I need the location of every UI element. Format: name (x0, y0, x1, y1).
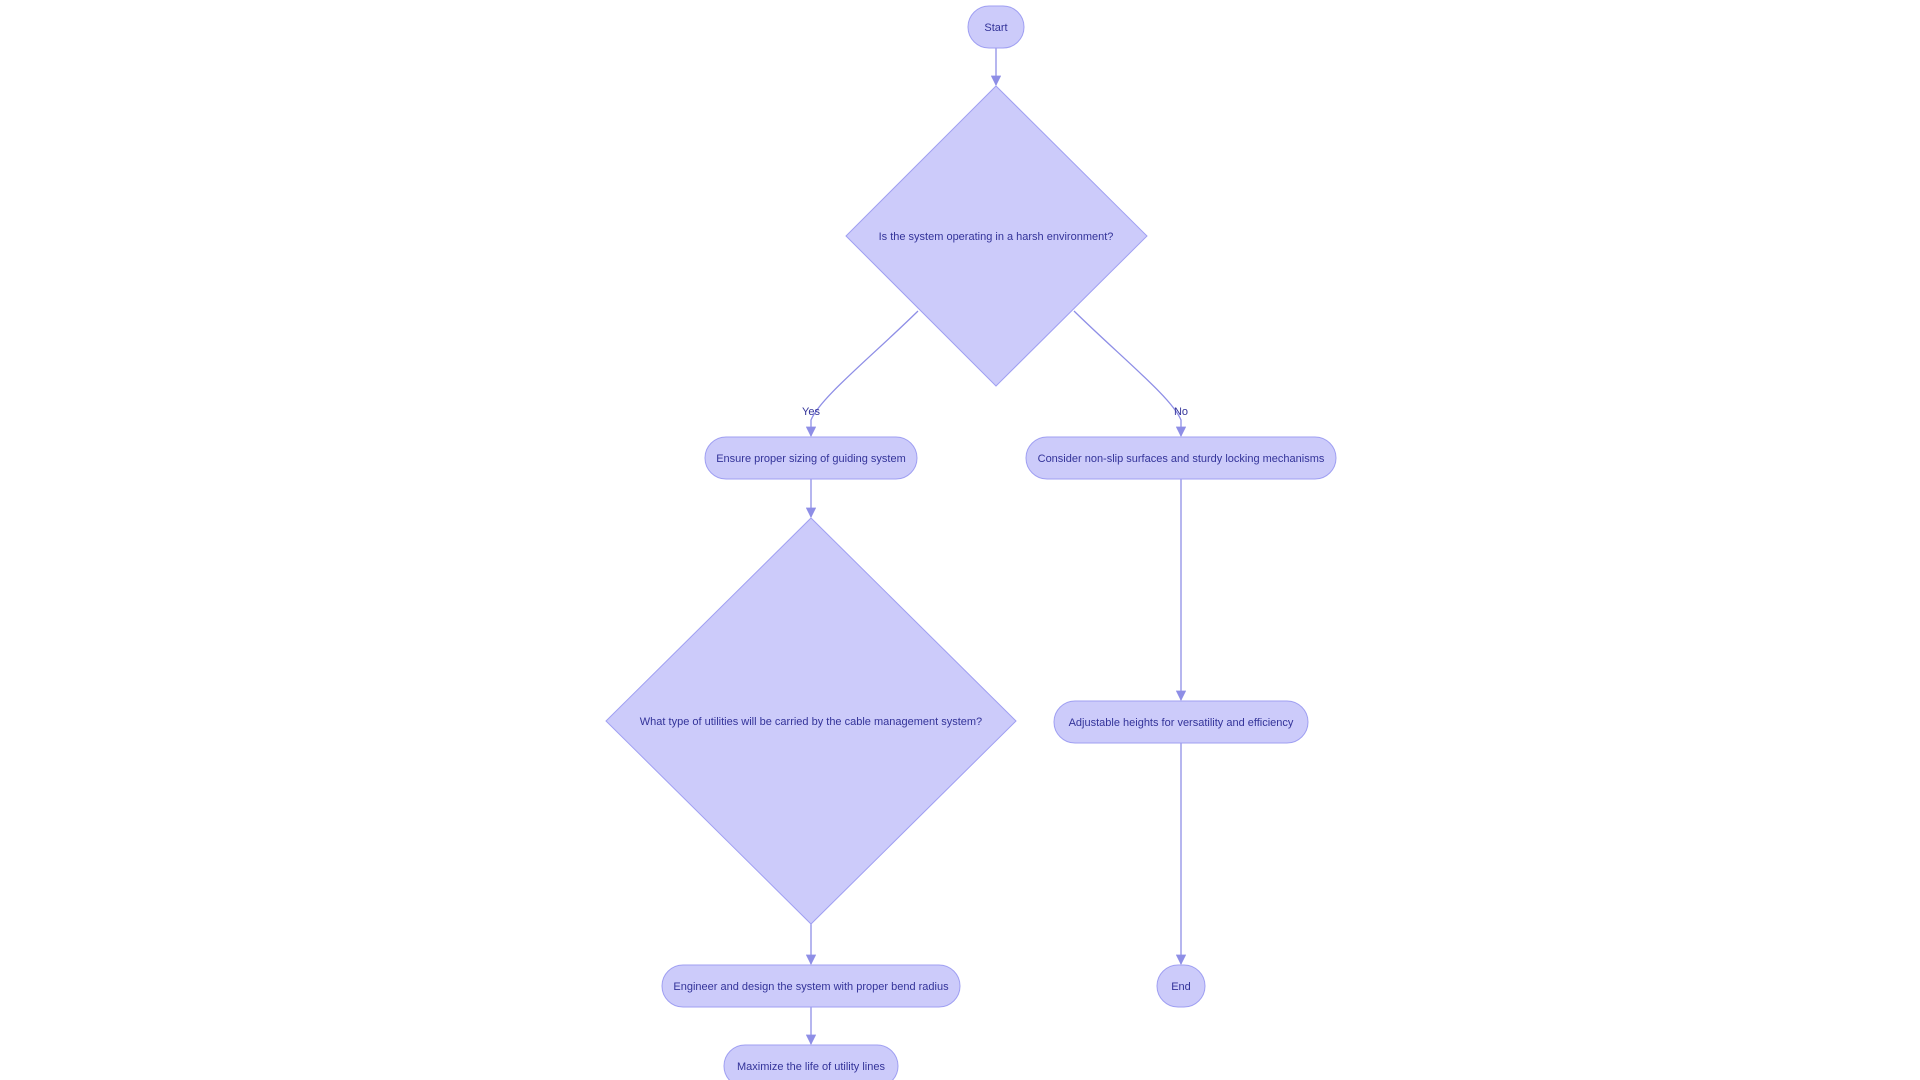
node-utilities-decision[interactable]: What type of utilities will be carried b… (605, 517, 1017, 925)
node-harsh-env-decision[interactable]: Is the system operating in a harsh envir… (845, 85, 1148, 387)
edge-harsh-env-to-non-slip (1073, 310, 1187, 438)
node-utilities-label: What type of utilities will be carried b… (640, 716, 982, 728)
node-start-label: Start (984, 22, 1007, 34)
node-sizing-label: Ensure proper sizing of guiding system (716, 453, 906, 465)
node-non-slip-label: Consider non-slip surfaces and sturdy lo… (1038, 453, 1325, 465)
edge-harsh-env-to-sizing (805, 310, 919, 438)
node-non-slip[interactable]: Consider non-slip surfaces and sturdy lo… (1025, 436, 1337, 480)
node-harsh-env-label: Is the system operating in a harsh envir… (879, 231, 1114, 243)
node-heights-label: Adjustable heights for versatility and e… (1069, 717, 1294, 729)
node-end-label: End (1171, 981, 1191, 993)
edge-labels: Yes No (802, 406, 1188, 418)
node-bend-radius[interactable]: Engineer and design the system with prop… (661, 964, 961, 1008)
edge-label-yes: Yes (802, 406, 820, 418)
node-bend-radius-label: Engineer and design the system with prop… (673, 981, 949, 993)
node-start[interactable]: Start (967, 5, 1025, 49)
node-maximize[interactable]: Maximize the life of utility lines (723, 1044, 899, 1080)
node-sizing[interactable]: Ensure proper sizing of guiding system (704, 436, 918, 480)
edges (805, 48, 1187, 1046)
node-maximize-label: Maximize the life of utility lines (737, 1061, 885, 1073)
edge-label-no: No (1174, 406, 1188, 418)
node-end[interactable]: End (1156, 964, 1206, 1008)
node-heights[interactable]: Adjustable heights for versatility and e… (1053, 700, 1309, 744)
